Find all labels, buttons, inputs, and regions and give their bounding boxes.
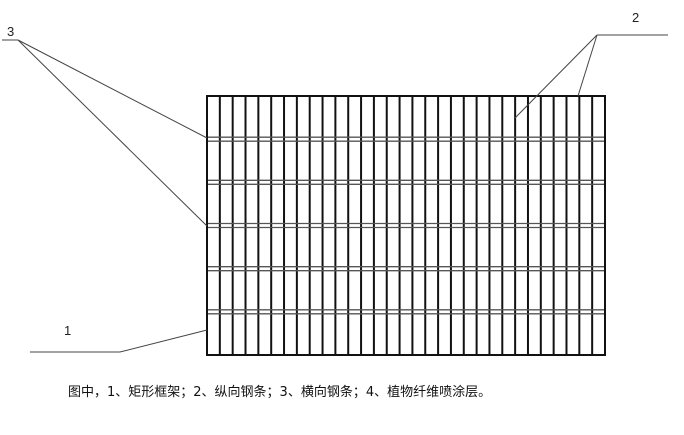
leader-line-2 (514, 34, 668, 119)
figure-caption: 图中，1、矩形框架；2、纵向钢条；3、横向钢条；4、植物纤维喷涂层。 (68, 385, 492, 400)
label-1: 1 (64, 323, 72, 338)
transverse-steel-bars (207, 136, 605, 315)
label-3: 3 (7, 24, 15, 39)
leader-line-1 (30, 329, 208, 353)
rectangular-frame (206, 95, 606, 356)
leader-line-3 (2, 39, 208, 227)
longitudinal-steel-bars (218, 96, 594, 355)
label-2: 2 (632, 10, 640, 25)
